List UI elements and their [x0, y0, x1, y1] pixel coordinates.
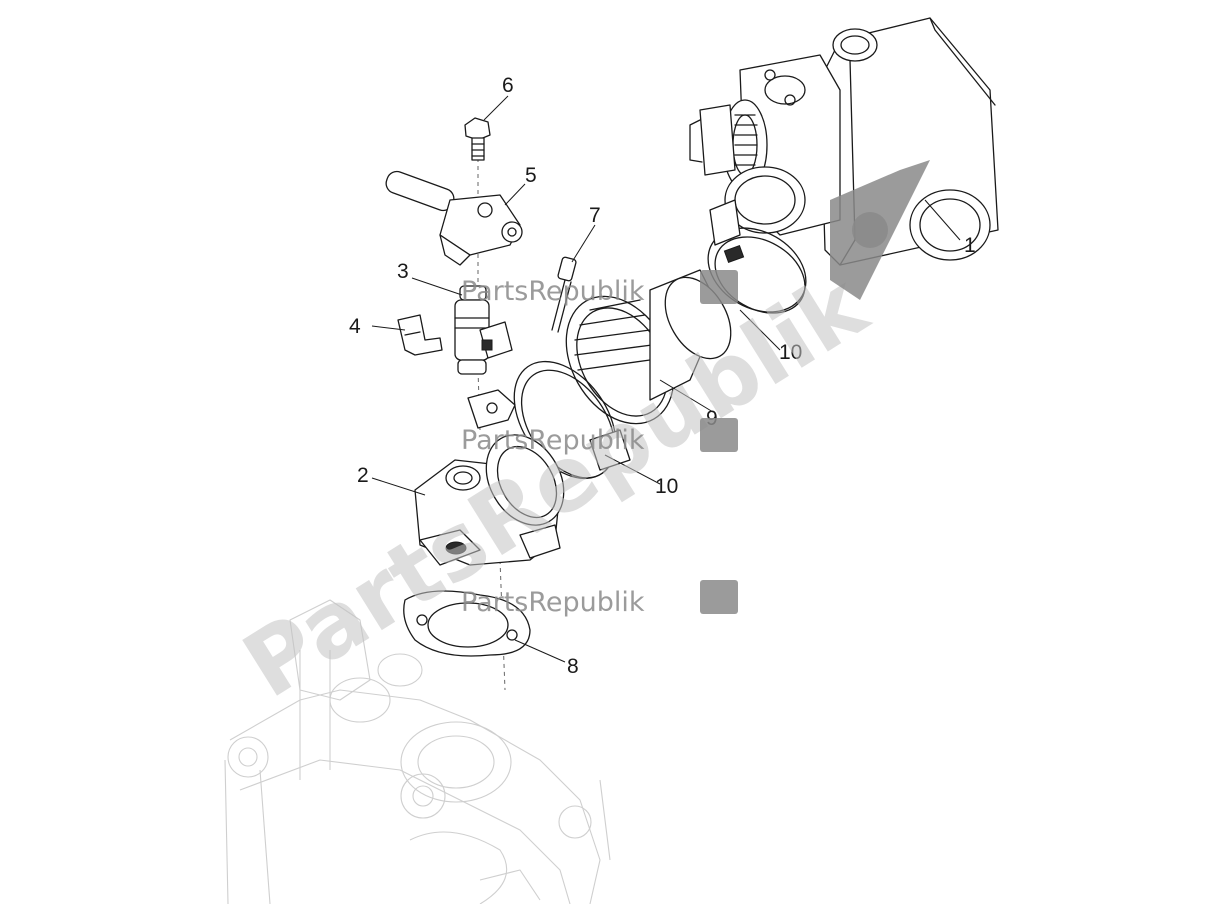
- watermark-gear-flag-icon-1: [700, 270, 738, 304]
- injector-clip: [397, 314, 443, 356]
- watermark-gear-flag-icon-2: [700, 418, 738, 452]
- intake-manifold: [414, 434, 565, 566]
- watermark-small-text-1: PartsRepublik: [461, 276, 645, 307]
- watermark-small-2: PartsRepublik: [461, 418, 738, 456]
- callout-10-lower: 10: [655, 475, 678, 498]
- fuel-connector: [385, 170, 523, 266]
- callout-2: 2: [357, 464, 369, 487]
- callout-5: 5: [525, 164, 537, 187]
- watermark-small-3: PartsRepublik: [461, 580, 738, 618]
- pin: [551, 256, 577, 333]
- watermark-small-text-2: PartsRepublik: [461, 425, 645, 456]
- callout-8: 8: [567, 655, 579, 678]
- hose-clamp-upper: [707, 199, 807, 314]
- leader-lines: [371, 95, 961, 663]
- gasket: [403, 590, 531, 657]
- bolt: [464, 117, 491, 161]
- hose-clamp-lower: [513, 360, 631, 480]
- watermark-gear-icon: [852, 212, 888, 248]
- engine-head-ghost: [224, 599, 611, 904]
- callout-10-upper: 10: [779, 341, 802, 364]
- watermark-large-text: PartsRepublik: [226, 252, 886, 718]
- callout-4: 4: [349, 315, 361, 338]
- callout-7: 7: [589, 204, 601, 227]
- injector-bracket: [467, 389, 516, 429]
- watermark-gear-flag-icon-3: [700, 580, 738, 614]
- callout-3: 3: [397, 260, 409, 283]
- watermark-small-text-3: PartsRepublik: [461, 587, 645, 618]
- callout-6: 6: [502, 74, 514, 97]
- fuel-injector: [454, 285, 513, 375]
- watermark-small-1: PartsRepublik: [461, 270, 738, 307]
- callout-1: 1: [964, 234, 976, 257]
